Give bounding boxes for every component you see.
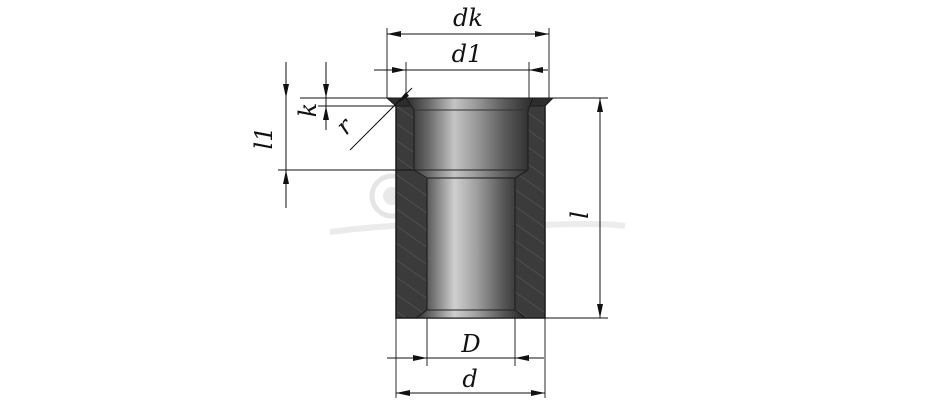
label-r: r — [330, 111, 359, 140]
label-l: l — [566, 211, 594, 219]
dimension-l: l — [545, 97, 608, 319]
dimension-d: d — [395, 318, 546, 398]
label-d1: d1 — [452, 40, 483, 68]
dimension-k: k — [294, 62, 396, 130]
label-l1: l1 — [250, 127, 278, 150]
dimension-D: D — [387, 318, 544, 366]
counterbore — [405, 97, 534, 179]
dimension-d1: d1 — [374, 40, 548, 98]
dimension-l1: l1 — [250, 62, 414, 208]
dimension-dk: dk — [386, 4, 550, 98]
label-d: d — [462, 365, 477, 393]
label-dk: dk — [453, 4, 483, 32]
label-D: D — [460, 330, 480, 358]
label-k: k — [294, 103, 322, 118]
threaded-bore — [414, 177, 528, 319]
